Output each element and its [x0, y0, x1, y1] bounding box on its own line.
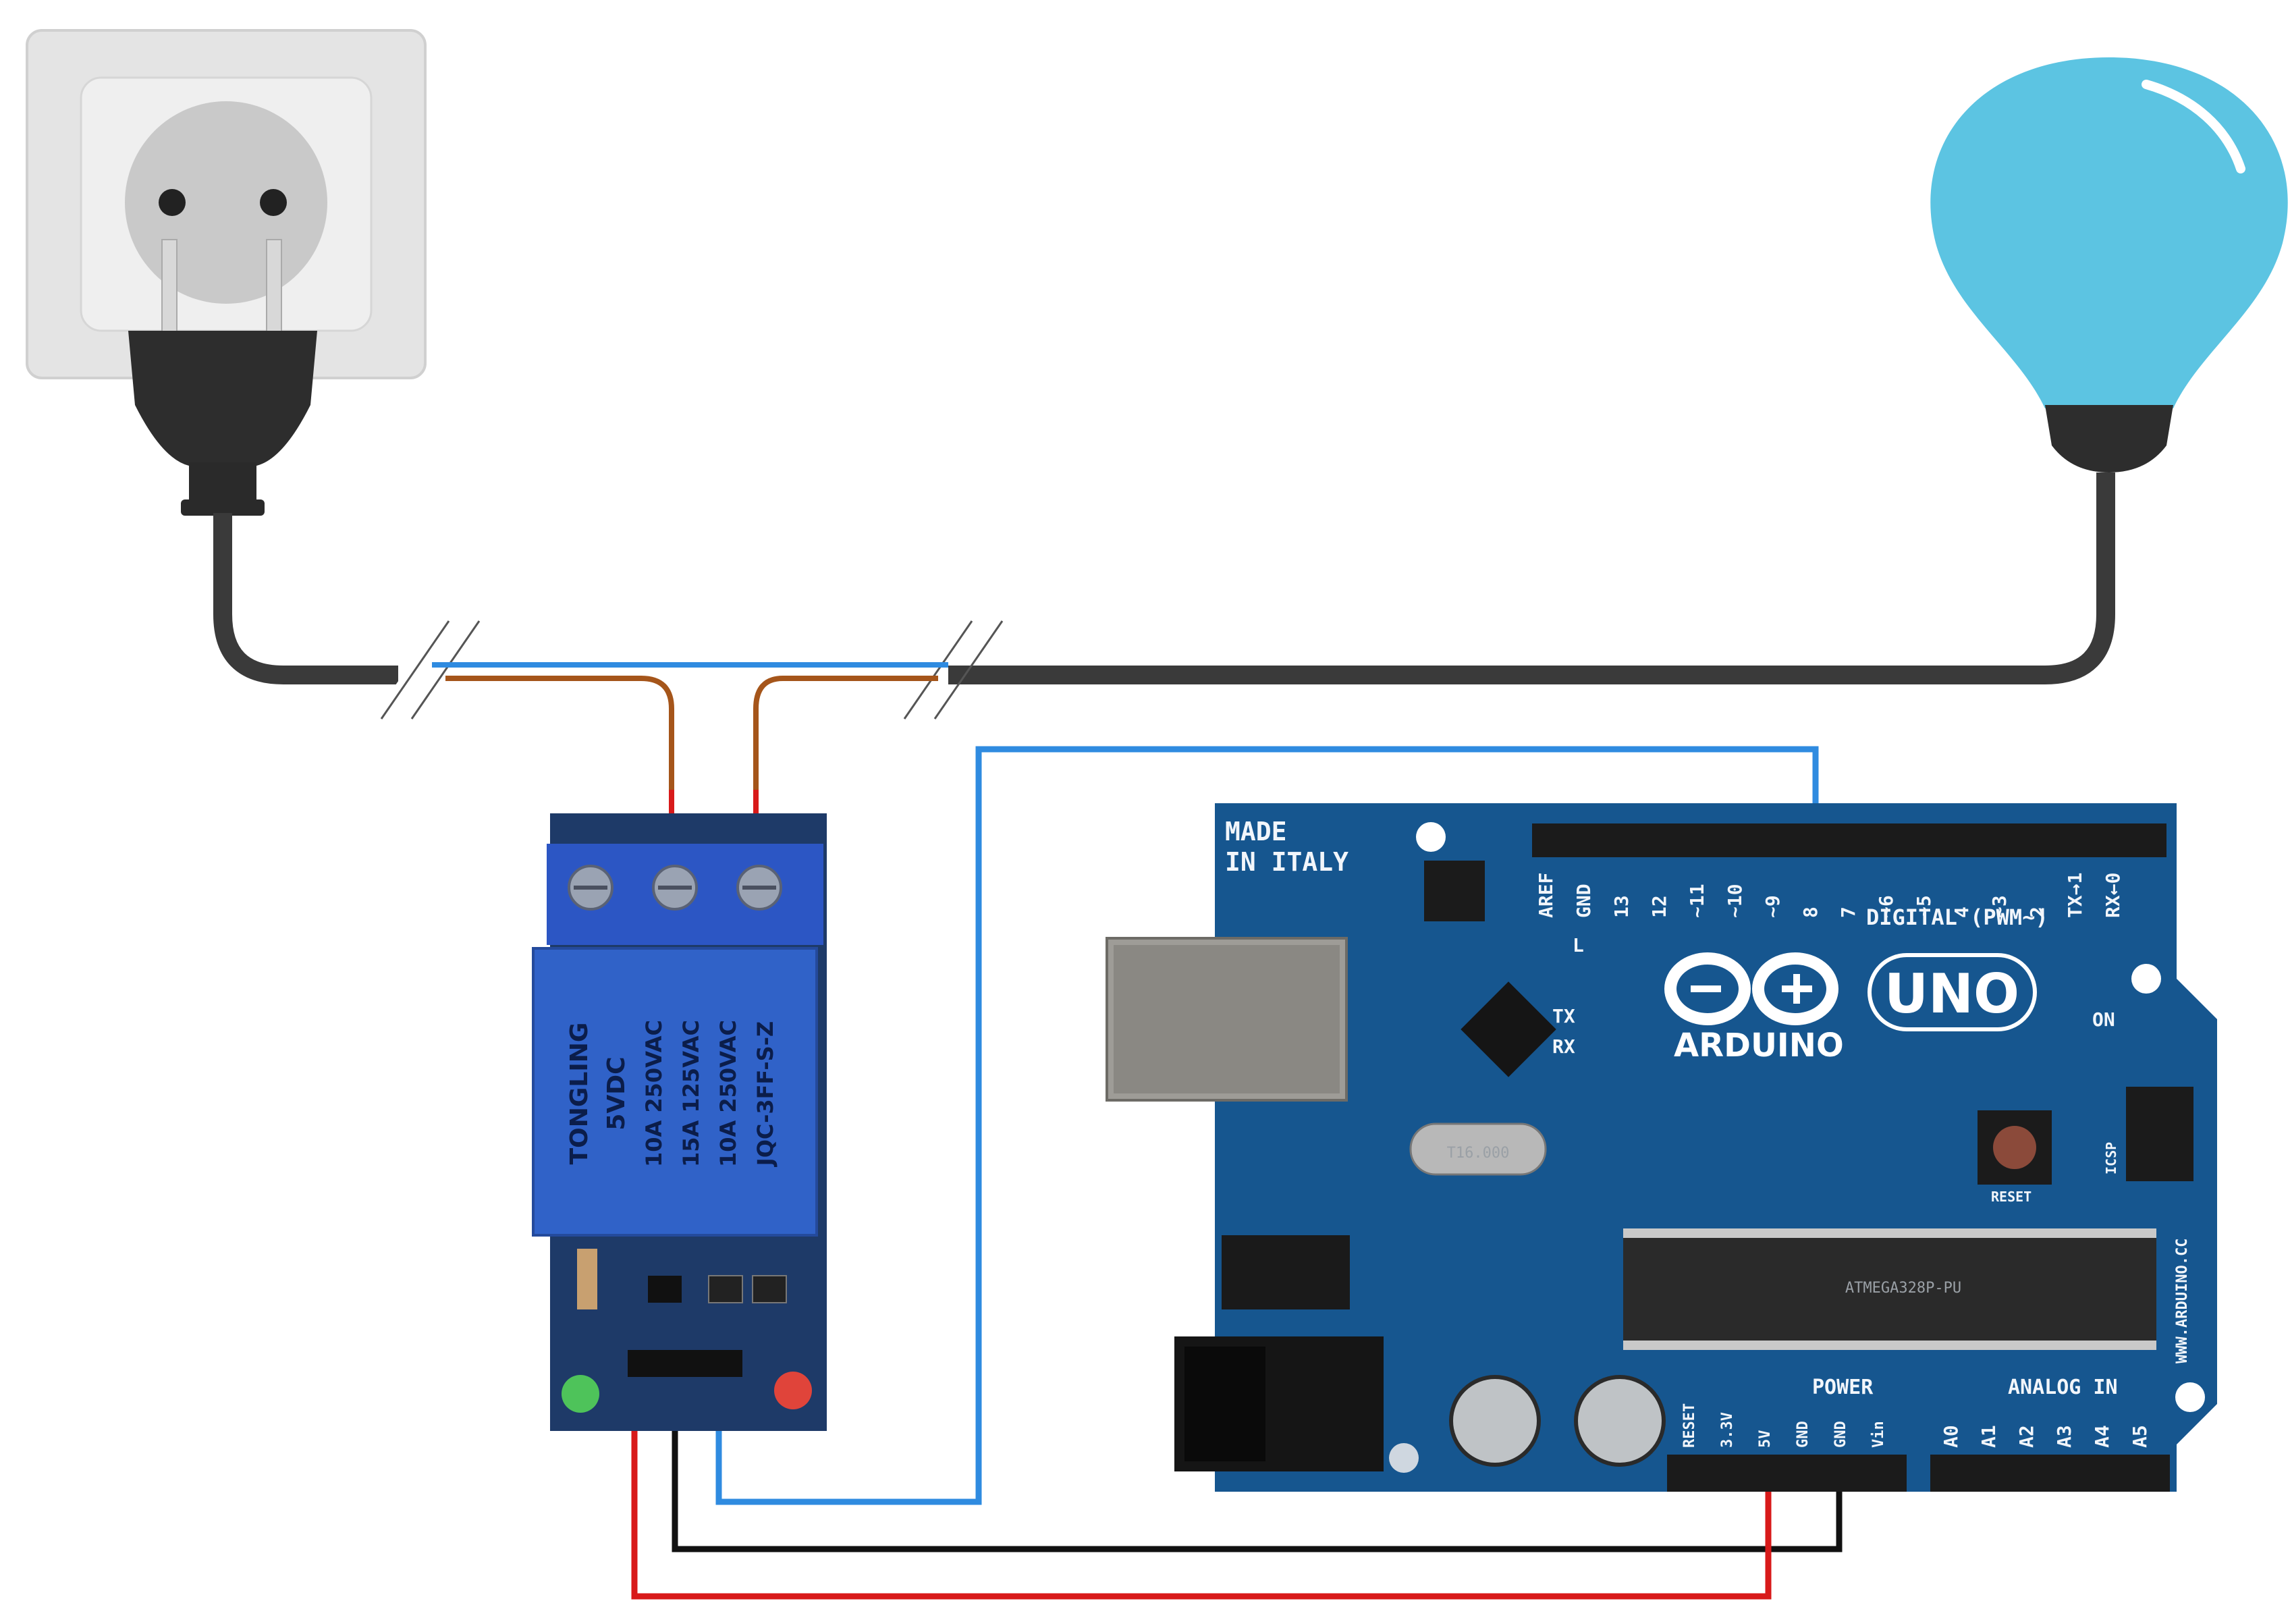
- analog-pin-label: A1: [1978, 1425, 2000, 1448]
- rx-label: RX: [1552, 1035, 1575, 1058]
- atmega-chip: ATMEGA328P-PU: [1623, 1228, 2156, 1350]
- digital-pin-label: 13: [1610, 895, 1633, 918]
- power-pin-label: 5V: [1757, 1430, 1774, 1449]
- relay-model: JQC-3FF-S-Z: [753, 1021, 778, 1167]
- capacitors: [1449, 1375, 1666, 1467]
- digital-pin-label: TX→1: [2064, 873, 2086, 918]
- icsp-label: ICSP: [2103, 1142, 2119, 1174]
- digital-pin-label: AREF: [1535, 873, 1557, 918]
- crystal-label: T16.000: [1447, 1145, 1510, 1162]
- made-in-label: MADE: [1225, 817, 1287, 846]
- power-label: POWER: [1812, 1376, 1874, 1399]
- digital-pin-label: 7: [1837, 906, 1859, 918]
- digital-pin-label: ~9: [1762, 895, 1784, 918]
- light-bulb-icon: [1930, 57, 2288, 472]
- brand-label: ARDUINO: [1674, 1027, 1844, 1064]
- analog-label: ANALOG IN: [2008, 1376, 2118, 1399]
- digital-pin-label: 8: [1799, 906, 1822, 918]
- usb-connector: [1106, 937, 1348, 1102]
- control-wires: [631, 746, 1843, 1600]
- reset-label: RESET: [1991, 1189, 2032, 1205]
- digital-pin-label: GND: [1573, 884, 1595, 918]
- relay-module-icon: TONGLING 5VDC 10A 250VAC 15A 125VAC 10A …: [532, 813, 827, 1431]
- plug-icon: [128, 239, 317, 516]
- made-in-italy-label: IN ITALY: [1225, 847, 1348, 877]
- mains-cable: [213, 472, 2115, 722]
- relay-rating-2: 15A 125VAC: [678, 1020, 704, 1167]
- power-pin-label: RESET: [1681, 1403, 1698, 1448]
- analog-pin-label: A5: [2129, 1425, 2151, 1448]
- on-label: ON: [2092, 1008, 2115, 1031]
- power-pin-label: 3.3V: [1719, 1412, 1736, 1448]
- relay-brand: TONGLING: [566, 1023, 593, 1165]
- analog-pin-label: A3: [2053, 1425, 2075, 1448]
- power-pin-label: GND: [1795, 1421, 1811, 1448]
- reset-button[interactable]: [1978, 1110, 2052, 1185]
- digital-pin-label: ~3: [1988, 895, 2011, 918]
- chip-label: ATMEGA328P-PU: [1845, 1280, 1961, 1297]
- l-label: L: [1573, 934, 1584, 956]
- digital-pin-label: ~6: [1875, 895, 1897, 918]
- website-label: WWW.ARDUINO.CC: [2174, 1239, 2191, 1363]
- arduino-logo: ARDUINO UNO: [1664, 952, 2037, 1064]
- relay-coil: 5VDC: [603, 1056, 630, 1130]
- power-pin-label: Vin: [1870, 1421, 1887, 1448]
- power-pin-label: GND: [1832, 1421, 1849, 1448]
- relay-rating-1: 10A 250VAC: [641, 1020, 667, 1167]
- tx-label: TX: [1552, 1005, 1575, 1027]
- relay-rating-3: 10A 250VAC: [715, 1020, 741, 1167]
- model-label: UNO: [1884, 963, 2019, 1025]
- wall-outlet-icon: [26, 29, 427, 379]
- analog-pin-label: A0: [1940, 1425, 1962, 1448]
- arduino-uno-icon: MADE IN ITALY AREF GND 13 12 ~11 ~10 ~9 8 7 ~6 ~5 4…: [1106, 803, 2217, 1492]
- digital-pin-label: RX←0: [2102, 873, 2124, 918]
- digital-pin-label: ~10: [1724, 884, 1746, 918]
- digital-pin-label: 12: [1648, 895, 1670, 918]
- digital-pin-label: 2: [2026, 906, 2048, 918]
- digital-pin-label: ~5: [1913, 895, 1935, 918]
- dc-power-jack: [1174, 1336, 1384, 1471]
- analog-pin-label: A2: [2015, 1425, 2038, 1448]
- digital-pin-label: 4: [1951, 906, 1973, 918]
- digital-header: [1532, 823, 2166, 857]
- analog-pin-label: A4: [2091, 1425, 2113, 1448]
- digital-pin-label: ~11: [1686, 884, 1708, 918]
- digital-label: DIGITAL (PWM~): [1866, 904, 2048, 930]
